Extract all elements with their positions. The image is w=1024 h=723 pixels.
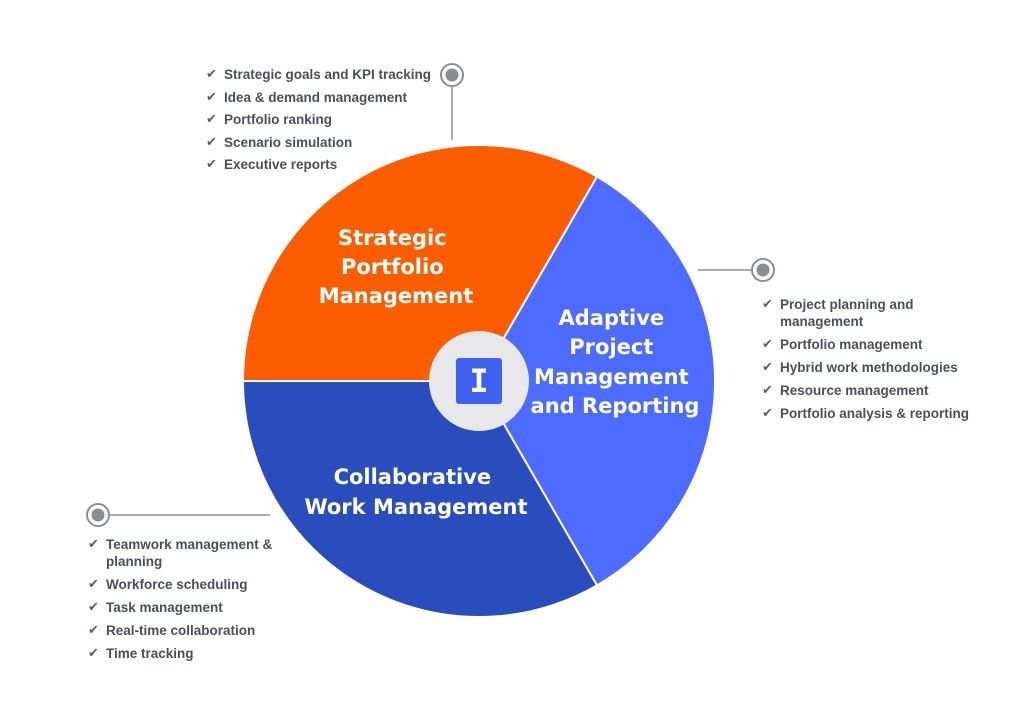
strategic-label-line: Strategic bbox=[338, 226, 447, 250]
adaptive-label-line: Adaptive bbox=[559, 306, 665, 330]
check-icon: ✔ bbox=[762, 406, 773, 421]
adaptive-label-line: Project bbox=[569, 335, 653, 359]
strategic-label: Strategic Portfolio Management bbox=[319, 226, 474, 308]
connectors bbox=[110, 86, 752, 516]
list-item: ✔ Resource management bbox=[762, 382, 977, 399]
list-item-text: Executive reports bbox=[224, 157, 338, 172]
list-item-text: Portfolio management bbox=[780, 337, 923, 352]
list-item: ✔ Project planning and management bbox=[762, 296, 977, 330]
list-item-text: Hybrid work methodologies bbox=[780, 360, 958, 375]
connector-dot-right bbox=[751, 258, 775, 282]
list-item-text: Task management bbox=[106, 600, 223, 615]
collaborative-label-line: Collaborative bbox=[334, 465, 492, 489]
feature-list-collaborative: ✔ Teamwork management & planning ✔ Workfor… bbox=[88, 536, 278, 668]
check-icon: ✔ bbox=[88, 600, 99, 615]
check-icon: ✔ bbox=[762, 360, 773, 375]
list-item-text: Scenario simulation bbox=[224, 134, 353, 150]
list-item-text: Strategic goals and KPI tracking bbox=[224, 67, 432, 82]
list-item: ✔ Workforce scheduling bbox=[88, 576, 278, 593]
list-item: ✔ Scenario simulation bbox=[206, 134, 446, 151]
list-item: ✔ Portfolio management bbox=[762, 336, 977, 353]
list-item: ✔ Hybrid work methodologies bbox=[762, 359, 977, 376]
check-icon: ✔ bbox=[88, 577, 99, 592]
check-icon: ✔ bbox=[88, 537, 99, 552]
check-icon: ✔ bbox=[88, 646, 99, 661]
list-item-text: Time tracking bbox=[106, 646, 194, 661]
collaborative-label-line: Work Management bbox=[304, 495, 527, 519]
connector-dot-top bbox=[440, 63, 464, 87]
list-item-text: Portfolio ranking bbox=[224, 112, 332, 127]
list-item: ✔ Executive reports bbox=[206, 156, 446, 173]
check-icon: ✔ bbox=[206, 134, 217, 150]
check-icon: ✔ bbox=[206, 112, 217, 127]
list-item-text: Idea & demand management bbox=[224, 89, 408, 105]
list-item: ✔ Task management bbox=[88, 599, 278, 616]
check-icon: ✔ bbox=[206, 67, 217, 82]
adaptive-label: Adaptive Project Management and Reportin… bbox=[531, 306, 700, 418]
list-item-text: Real-time collaboration bbox=[106, 623, 256, 638]
list-item-text: Teamwork management & planning bbox=[106, 537, 273, 569]
check-icon: ✔ bbox=[206, 157, 217, 172]
segment-collaborative-work-management[interactable] bbox=[241, 380, 599, 618]
list-item: ✔ Portfolio analysis & reporting bbox=[762, 405, 977, 422]
collaborative-label: Collaborative Work Management bbox=[304, 465, 527, 519]
strategic-label-line: Management bbox=[319, 284, 474, 308]
list-item: ✔ Idea & demand management bbox=[206, 89, 446, 106]
list-item-text: Portfolio analysis & reporting bbox=[780, 406, 970, 421]
check-icon: ✔ bbox=[762, 383, 773, 398]
check-icon: ✔ bbox=[206, 89, 217, 105]
logo-icon: I bbox=[456, 358, 502, 404]
list-item-text: Project planning and management bbox=[780, 297, 914, 329]
adaptive-label-line: and Reporting bbox=[531, 394, 700, 418]
check-icon: ✔ bbox=[88, 623, 99, 638]
feature-list-strategic: ✔ Strategic goals and KPI tracking ✔ Idea … bbox=[206, 66, 446, 179]
strategic-label-line: Portfolio bbox=[341, 255, 444, 279]
check-icon: ✔ bbox=[762, 297, 773, 312]
list-item: ✔ Time tracking bbox=[88, 645, 278, 662]
list-item-text: Workforce scheduling bbox=[106, 577, 248, 592]
segment-strategic-portfolio-management[interactable] bbox=[241, 144, 599, 382]
list-item-text: Resource management bbox=[780, 383, 929, 398]
list-item: ✔ Strategic goals and KPI tracking bbox=[206, 66, 446, 83]
adaptive-label-line: Management bbox=[534, 365, 689, 389]
list-item: ✔ Teamwork management & planning bbox=[88, 536, 278, 570]
check-icon: ✔ bbox=[762, 337, 773, 352]
connector-dots bbox=[86, 63, 775, 527]
list-item: ✔ Real-time collaboration bbox=[88, 622, 278, 639]
segment-adaptive-project-management[interactable] bbox=[477, 175, 716, 587]
logo-glyph: I bbox=[469, 362, 488, 400]
connector-dot-left bbox=[86, 503, 110, 527]
list-item: ✔ Portfolio ranking bbox=[206, 111, 446, 128]
feature-list-adaptive: ✔ Project planning and management ✔ Portfo… bbox=[762, 296, 977, 428]
